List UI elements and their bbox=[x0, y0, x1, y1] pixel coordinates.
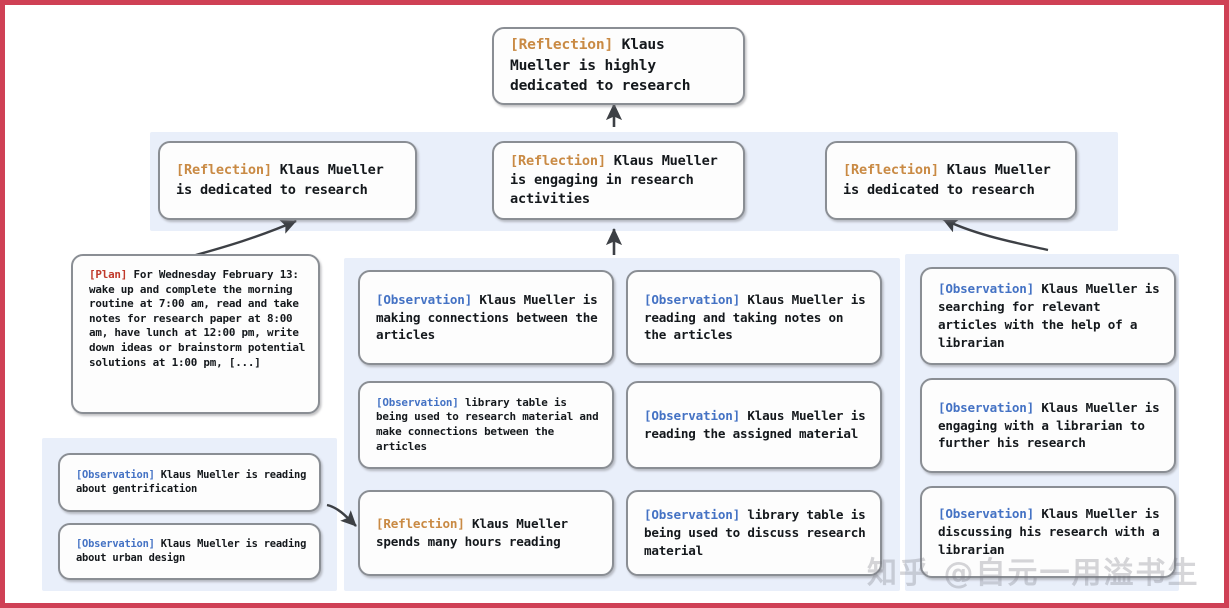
node-observation-discussing-research[interactable]: [Observation] Klaus Mueller is discussin… bbox=[920, 486, 1176, 578]
node-body: Klaus Mueller is dedicated to research bbox=[843, 162, 1059, 198]
node-observation-gentrification[interactable]: [Observation] Klaus Mueller is reading a… bbox=[58, 453, 321, 512]
node-observation-reading-taking-notes[interactable]: [Observation] Klaus Mueller is reading a… bbox=[626, 270, 882, 365]
node-text: [Observation] Klaus Mueller is reading a… bbox=[76, 469, 307, 497]
tag-reflection: [Reflection] bbox=[510, 152, 606, 169]
tag-observation: [Observation] bbox=[76, 468, 155, 481]
node-observation-library-table-connections[interactable]: [Observation] library table is being use… bbox=[358, 381, 614, 469]
node-body: library table is being used to discuss r… bbox=[644, 507, 873, 558]
node-body: For Wednesday February 13: wake up and c… bbox=[89, 268, 312, 369]
node-reflection-hours-reading[interactable]: [Reflection] Klaus Mueller spends many h… bbox=[358, 490, 614, 576]
node-text: [Plan] For Wednesday February 13: wake u… bbox=[89, 268, 306, 370]
node-text: [Observation] Klaus Mueller is reading a… bbox=[76, 538, 307, 566]
node-text: [Observation] library table is being use… bbox=[644, 506, 868, 560]
tag-observation: [Observation] bbox=[938, 399, 1034, 415]
tag-observation: [Observation] bbox=[376, 395, 459, 409]
tag-observation: [Observation] bbox=[644, 507, 740, 523]
node-observation-assigned-material[interactable]: [Observation] Klaus Mueller is reading t… bbox=[626, 381, 882, 469]
node-observation-urban-design[interactable]: [Observation] Klaus Mueller is reading a… bbox=[58, 523, 321, 580]
node-root-reflection[interactable]: [Reflection] Klaus Mueller is highly ded… bbox=[492, 27, 745, 105]
node-body: library table is being used to research … bbox=[376, 395, 605, 453]
node-body: Klaus Mueller is reading and taking note… bbox=[644, 291, 873, 343]
node-text: [Observation] Klaus Mueller is reading t… bbox=[644, 407, 868, 443]
node-text: [Observation] Klaus Mueller is discussin… bbox=[938, 505, 1162, 559]
node-text: [Observation] Klaus Mueller is engaging … bbox=[938, 399, 1162, 453]
tag-plan: [Plan] bbox=[89, 268, 128, 281]
tag-reflection: [Reflection] bbox=[176, 162, 272, 179]
node-observation-engaging-librarian[interactable]: [Observation] Klaus Mueller is engaging … bbox=[920, 378, 1176, 473]
node-reflection-right[interactable]: [Reflection] Klaus Mueller is dedicated … bbox=[825, 141, 1077, 220]
node-body: Klaus Mueller spends many hours reading bbox=[376, 516, 576, 549]
node-body: Klaus Mueller is engaging in research ac… bbox=[510, 152, 726, 208]
node-reflection-left[interactable]: [Reflection] Klaus Mueller is dedicated … bbox=[158, 141, 417, 220]
tag-observation: [Observation] bbox=[938, 281, 1034, 297]
node-body: Klaus Mueller is engaging with a librari… bbox=[938, 399, 1167, 451]
node-observation-searching-articles[interactable]: [Observation] Klaus Mueller is searching… bbox=[920, 267, 1176, 365]
node-observation-making-connections[interactable]: [Observation] Klaus Mueller is making co… bbox=[358, 270, 614, 365]
tag-observation: [Observation] bbox=[76, 537, 155, 550]
node-plan[interactable]: [Plan] For Wednesday February 13: wake u… bbox=[71, 254, 320, 414]
node-text: [Reflection] Klaus Mueller is dedicated … bbox=[843, 161, 1063, 200]
node-text: [Reflection] Klaus Mueller is highly ded… bbox=[510, 35, 731, 97]
tag-observation: [Observation] bbox=[376, 291, 472, 307]
tag-observation: [Observation] bbox=[644, 408, 740, 424]
tag-reflection: [Reflection] bbox=[843, 162, 939, 179]
node-text: [Reflection] Klaus Mueller is dedicated … bbox=[176, 161, 403, 200]
node-text: [Reflection] Klaus Mueller is engaging i… bbox=[510, 152, 731, 210]
node-reflection-center[interactable]: [Reflection] Klaus Mueller is engaging i… bbox=[492, 141, 745, 220]
node-body: Klaus Mueller is discussing his research… bbox=[938, 506, 1167, 557]
node-body: Klaus Mueller is searching for relevant … bbox=[938, 281, 1167, 350]
node-text: [Observation] Klaus Mueller is making co… bbox=[376, 291, 600, 345]
tag-reflection: [Reflection] bbox=[376, 516, 465, 532]
node-body: Klaus Mueller is reading the assigned ma… bbox=[644, 408, 873, 441]
tag-reflection: [Reflection] bbox=[510, 35, 614, 53]
tag-observation: [Observation] bbox=[644, 291, 740, 307]
node-text: [Reflection] Klaus Mueller spends many h… bbox=[376, 515, 600, 551]
node-text: [Observation] Klaus Mueller is searching… bbox=[938, 280, 1162, 352]
node-body: Klaus Mueller is reading about urban des… bbox=[76, 537, 313, 564]
node-body: Klaus Mueller is making connections betw… bbox=[376, 291, 605, 343]
node-text: [Observation] Klaus Mueller is reading a… bbox=[644, 291, 868, 345]
node-body: Klaus Mueller is dedicated to research bbox=[176, 162, 392, 198]
node-text: [Observation] library table is being use… bbox=[376, 396, 600, 454]
node-body: Klaus Mueller is highly dedicated to res… bbox=[510, 35, 691, 95]
tag-observation: [Observation] bbox=[938, 506, 1034, 522]
node-body: Klaus Mueller is reading about gentrific… bbox=[76, 468, 313, 495]
node-observation-discuss-research-material[interactable]: [Observation] library table is being use… bbox=[626, 490, 882, 576]
